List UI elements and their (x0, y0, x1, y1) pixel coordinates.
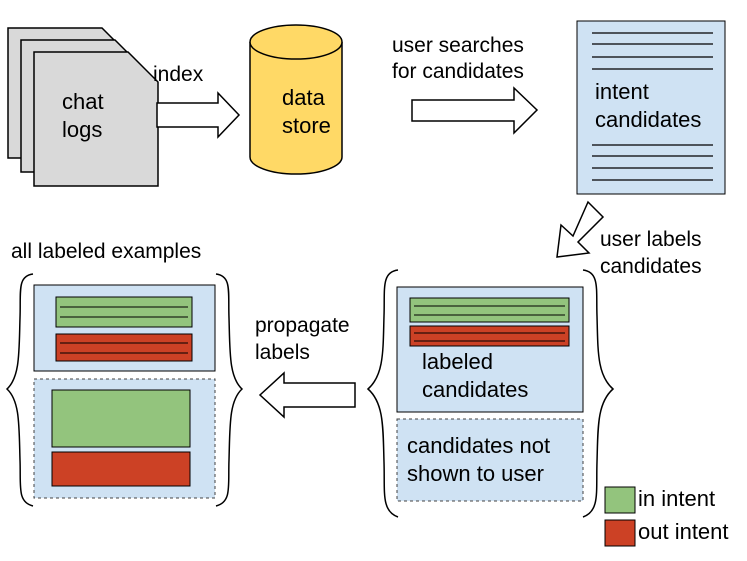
propagate-label-line1: propagate (255, 314, 350, 337)
legend-out-intent-label: out intent (638, 519, 729, 544)
all-labeled-group (5, 273, 244, 507)
not-shown-panel (396, 418, 584, 502)
propagated-out-intent-block (51, 451, 191, 487)
user-labels-label-line1: user labels (600, 228, 702, 251)
data-store-label-line1: data (282, 85, 325, 110)
right-brace (582, 269, 615, 518)
index-edge-label: index (153, 63, 204, 86)
chat-logs-label-line2: logs (62, 117, 103, 142)
right-brace (215, 273, 244, 507)
left-brace (5, 273, 34, 507)
legend-out-intent-swatch (604, 519, 636, 547)
data-store-body (249, 42, 343, 175)
user-labels-arrow (556, 200, 605, 258)
user-searches-label-line1: user searches (392, 34, 524, 57)
labeled-candidates-group (366, 269, 615, 518)
labeled-candidates-label-line2: candidates (422, 377, 529, 402)
chat-log-page-front (33, 51, 159, 187)
intent-candidates-node (576, 20, 726, 195)
user-searches-arrow (411, 86, 539, 135)
data-store-node (249, 24, 343, 175)
not-shown-label-line1: candidates not (407, 433, 551, 458)
data-store-top (249, 24, 343, 60)
user-labels-label-line2: candidates (600, 255, 702, 278)
propagate-labels-arrow (258, 371, 356, 419)
intent-candidates-label-line2: candidates (595, 107, 702, 132)
data-store-label-line2: store (282, 113, 331, 138)
legend-in-intent-swatch (604, 486, 636, 514)
not-shown-label-line2: shown to user (407, 461, 544, 486)
user-searches-label-line2: for candidates (392, 60, 524, 83)
propagated-in-intent-block (51, 389, 191, 448)
intent-candidates-page (576, 20, 726, 195)
in-intent-block (409, 297, 570, 323)
labeled-candidates-label-line1: labeled (422, 349, 493, 374)
all-labeled-title: all labeled examples (11, 240, 202, 263)
out-intent-block (409, 325, 570, 347)
index-arrow (156, 91, 241, 139)
out-intent-block (55, 333, 193, 362)
in-intent-block (55, 296, 193, 328)
propagate-label-line2: labels (255, 341, 310, 364)
legend-in-intent-label: in intent (638, 486, 716, 511)
left-brace (366, 269, 399, 518)
chat-logs-label-line1: chat (62, 89, 104, 114)
intent-candidates-label-line1: intent (595, 79, 649, 104)
chat-logs-node (7, 27, 159, 187)
